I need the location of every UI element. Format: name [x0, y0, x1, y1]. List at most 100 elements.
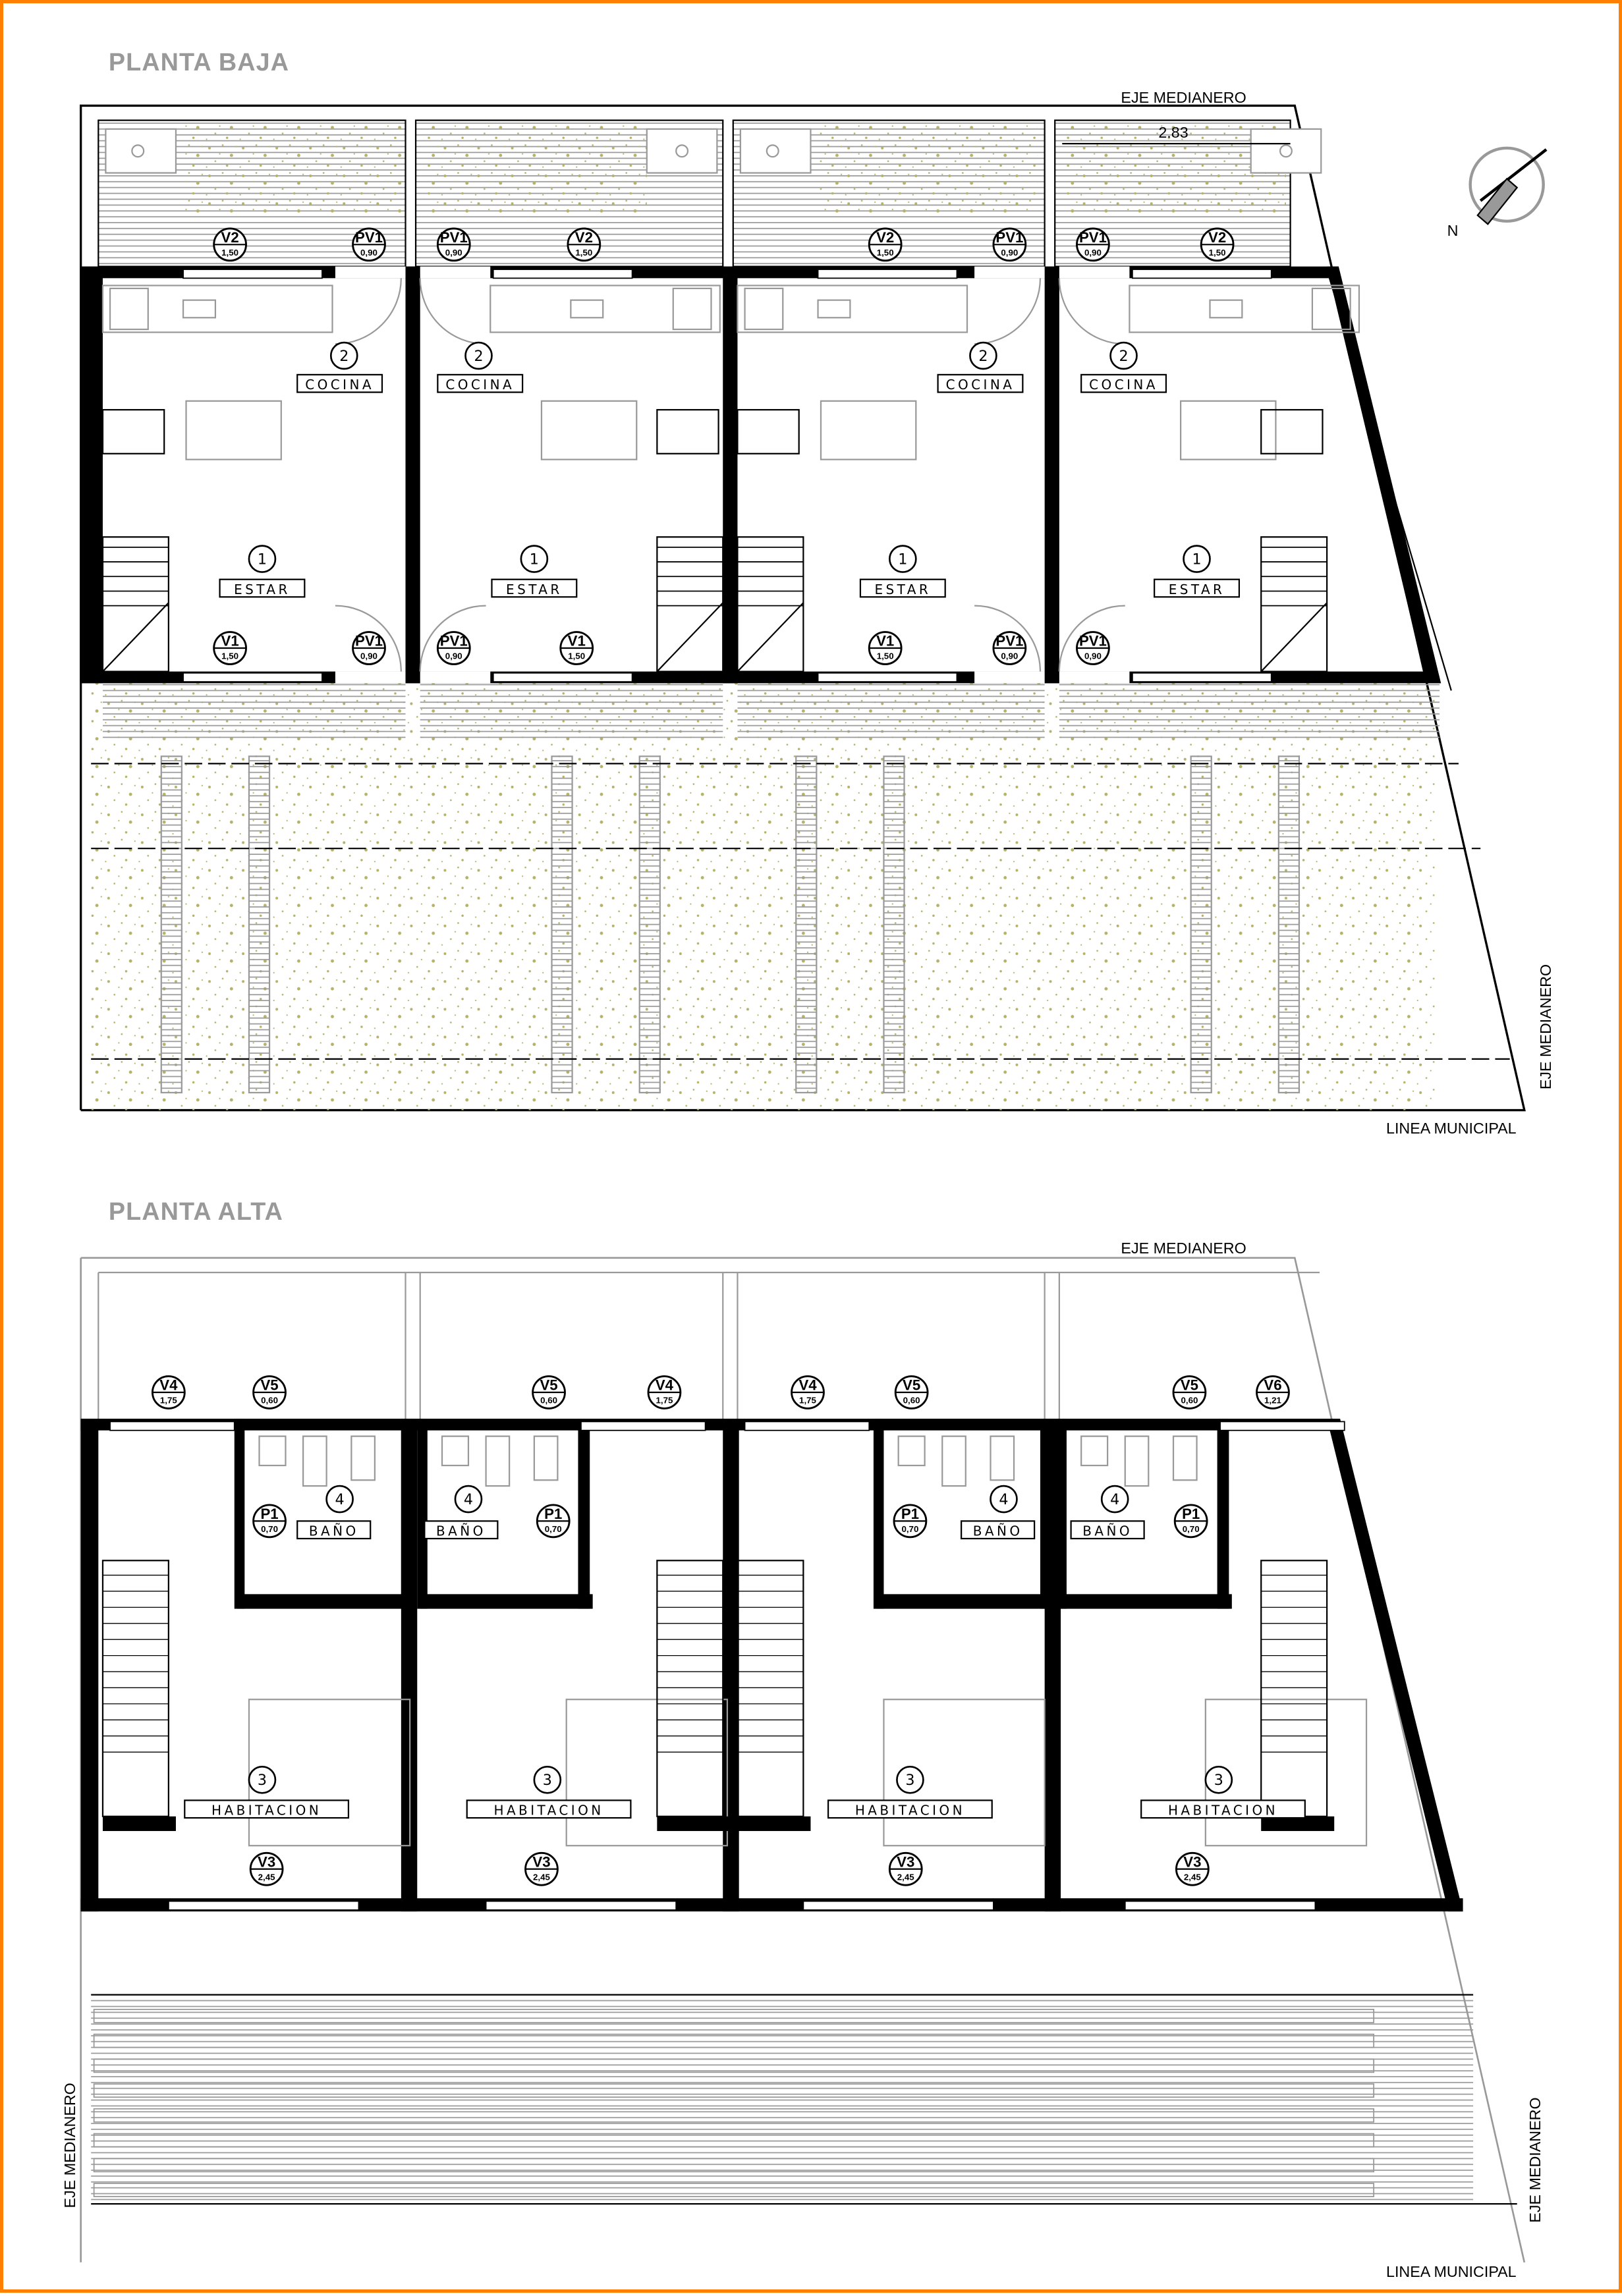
room-number: 1 [530, 551, 539, 568]
opening-code: V1 [876, 633, 894, 649]
room-label-box [859, 578, 946, 598]
staircase [737, 1560, 804, 1817]
bano-label: BAÑO [973, 1523, 1023, 1539]
bano-label: BAÑO [1082, 1523, 1133, 1539]
eje-medianero-label: EJE MEDIANERO [1526, 2097, 1544, 2222]
window [492, 672, 633, 682]
bed [565, 1699, 729, 1847]
washbasin [441, 1435, 470, 1467]
room-number-circle [454, 1485, 483, 1514]
floor-plan-drawing: V21,50PV10,90V11,50PV10,902COCINA1ESTARP… [61, 48, 1554, 2280]
room-number-circle [1183, 545, 1211, 573]
opening-code: V5 [540, 1377, 557, 1394]
opening-size: 0,90 [1084, 651, 1102, 661]
door-swing [974, 278, 1042, 345]
door-swing [1058, 605, 1125, 672]
bidet [990, 1435, 1015, 1481]
bathroom-wall [1040, 1418, 1052, 1609]
wall-front [80, 1898, 1463, 1912]
estar-label: ESTAR [1169, 582, 1225, 597]
parking-track [551, 755, 573, 1094]
room-label-box [466, 1799, 632, 1819]
room-number: 4 [464, 1491, 473, 1508]
party-wall [405, 266, 420, 684]
bathroom-wall [1217, 1418, 1229, 1609]
opening-size: 0,90 [360, 248, 378, 258]
room-number-circle [248, 1766, 277, 1794]
opening-code: V2 [575, 229, 593, 246]
opening-size: 0,60 [903, 1396, 920, 1406]
door-opening [974, 266, 1045, 279]
opening-code: V1 [568, 633, 586, 649]
dining-table [540, 400, 638, 460]
front-deck [420, 683, 723, 742]
opening-size: 0,90 [1001, 651, 1018, 661]
room-number-circle [990, 1485, 1018, 1514]
bano-label: BAÑO [309, 1523, 359, 1539]
bathroom-wall [578, 1418, 590, 1609]
opening-size: 1,50 [1209, 248, 1226, 258]
kitchen-sink [182, 299, 217, 319]
door-opening [420, 266, 491, 279]
opening-code: PV1 [995, 229, 1023, 246]
linea-municipal-label: LINEA MUNICIPAL [1386, 2263, 1517, 2280]
bed [1204, 1699, 1368, 1847]
kitchen-sink [1209, 299, 1243, 319]
stair-line [656, 602, 724, 672]
room-number: 2 [978, 348, 988, 365]
front-garden [91, 683, 1437, 1110]
room-number-circle [325, 1485, 354, 1514]
opening-code: V5 [260, 1377, 278, 1394]
window [182, 269, 323, 279]
opening-size: 0,60 [1181, 1396, 1198, 1406]
bidet [350, 1435, 376, 1481]
room-label-box [296, 373, 383, 393]
opening-code: V5 [903, 1377, 920, 1394]
plan-geometry [79, 104, 1548, 2263]
window [109, 1421, 235, 1431]
wall-right-slanted [1327, 1418, 1463, 1912]
eje-medianero-label: EJE MEDIANERO [1537, 964, 1554, 1089]
opening-code: PV1 [355, 229, 383, 246]
balcony-slat [93, 2158, 1375, 2173]
opening-code: V3 [1183, 1853, 1201, 1870]
room-number-circle [888, 545, 917, 573]
laundry-sink [1250, 128, 1322, 174]
opening-size: 2,45 [1184, 1872, 1202, 1882]
door-swing [419, 605, 486, 672]
room-number: 3 [543, 1772, 552, 1789]
parking-track [638, 755, 661, 1094]
room-number-circle [1100, 1485, 1129, 1514]
room-number: 3 [905, 1772, 914, 1789]
wall-rear [80, 1418, 1336, 1431]
window [1131, 269, 1272, 279]
parking-track [1190, 755, 1212, 1094]
wall-left [80, 266, 103, 684]
room-number-circle [464, 341, 493, 370]
balcony-slat [93, 2183, 1375, 2197]
room-label-box [296, 1520, 372, 1540]
north-arrow-icon [1479, 148, 1548, 202]
opening-size: 1,50 [575, 248, 592, 258]
balcony-slat [93, 2133, 1375, 2148]
bathroom-wall [1059, 1594, 1232, 1609]
habitacion-label: HABITACION [855, 1803, 965, 1818]
kitchen-sink [817, 299, 851, 319]
front-deck [1059, 683, 1440, 742]
parking-track [1277, 755, 1300, 1094]
door-opening [1059, 671, 1130, 684]
drain [675, 144, 689, 158]
opening-code: V6 [1264, 1377, 1281, 1394]
balcony-slat [93, 2108, 1375, 2123]
north-arrow-icon [1468, 146, 1545, 223]
stair-line [102, 602, 169, 672]
closet [1260, 409, 1324, 454]
parking-track [248, 755, 271, 1094]
window [485, 1900, 677, 1911]
kitchen-counter [1129, 285, 1360, 333]
eje-medianero-label: EJE MEDIANERO [61, 2083, 78, 2208]
rear-garden [183, 123, 403, 214]
wall-right-slanted [1327, 266, 1441, 684]
bidet [1172, 1435, 1198, 1481]
opening-code: V2 [1208, 229, 1226, 246]
